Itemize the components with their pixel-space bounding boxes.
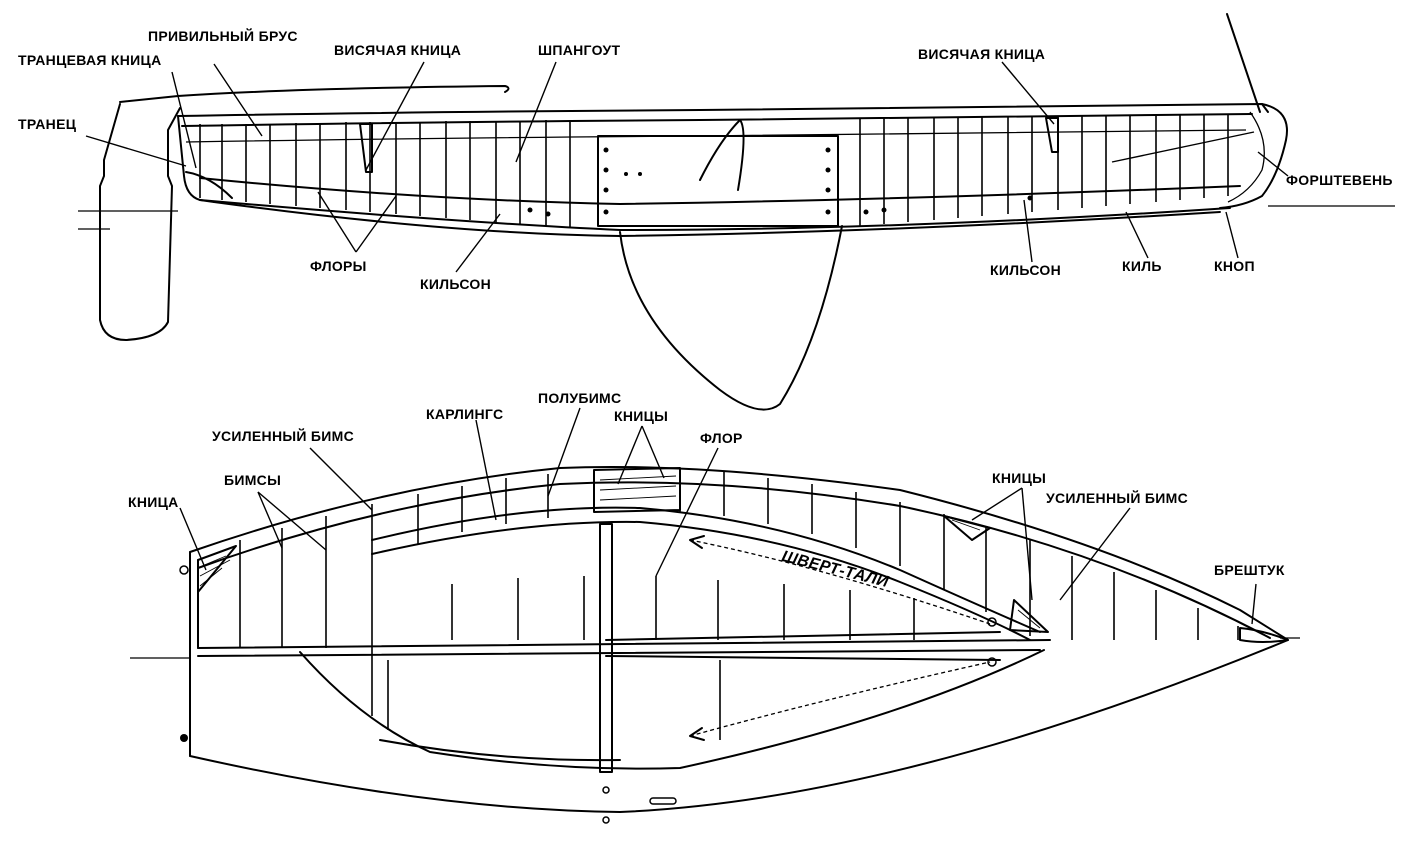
plan-view — [130, 465, 1300, 824]
plan-deck-edge — [197, 481, 1271, 639]
centerboard — [619, 225, 843, 411]
centerboard-trunk — [597, 135, 839, 227]
carlings-inner — [371, 520, 1031, 641]
label-karlings: КАРЛИНГС — [426, 406, 504, 422]
tiller — [119, 85, 510, 103]
tackle-line-lower — [689, 661, 991, 737]
label-bimsy: БИМСЫ — [224, 472, 282, 488]
forestay — [1226, 13, 1261, 113]
gunwale-inner — [181, 113, 1253, 127]
label-flory: ФЛОРЫ — [310, 258, 367, 274]
plan-floors — [451, 576, 915, 640]
cockpit-bottom — [299, 649, 1045, 770]
keelson — [199, 177, 1241, 205]
label-polubims: ПОЛУБИМС — [538, 390, 622, 406]
label-knitsy-fwd: КНИЦЫ — [992, 470, 1047, 486]
label-usilenny-bims-aft: УСИЛЕННЫЙ БИМС — [212, 428, 355, 444]
tackle-arrow-lower — [689, 727, 705, 741]
plan-centerboard-trunk — [599, 523, 613, 773]
label-visyachaya-knitsa-fwd: ВИСЯЧАЯ КНИЦА — [918, 46, 1046, 62]
label-knop: КНОП — [1214, 258, 1255, 274]
label-flor: ФЛОР — [700, 430, 743, 446]
cockpit-bottom-inner — [379, 739, 621, 762]
keel-line — [213, 201, 1221, 237]
plan-beams — [239, 470, 1239, 740]
fastener-dots — [527, 147, 1033, 217]
stem-inner — [1227, 111, 1265, 203]
label-forshteven: ФОРШТЕВЕНЬ — [1286, 172, 1393, 188]
rudder — [99, 103, 181, 341]
tackle-arrow-upper — [689, 535, 705, 549]
side-frames — [199, 114, 1229, 228]
tackle-line-upper — [689, 539, 991, 625]
label-kil: КИЛЬ — [1122, 258, 1162, 274]
carlings — [371, 506, 1041, 633]
plan-leaders — [179, 407, 1257, 625]
breasthook — [1239, 627, 1289, 643]
side-view — [78, 13, 1395, 411]
label-kilson-aft: КИЛЬСОН — [420, 276, 492, 292]
cockpit-line — [197, 639, 1051, 657]
waterline — [78, 205, 1395, 230]
label-kilson-fwd: КИЛЬСОН — [990, 262, 1062, 278]
side-leaders — [85, 61, 1289, 273]
transom-knee — [185, 171, 233, 199]
centerboard-top — [699, 119, 745, 191]
hanging-knee-aft — [359, 123, 373, 173]
label-usilenny-bims-fwd: УСИЛЕННЫЙ БИМС — [1046, 490, 1189, 506]
label-knitsa: КНИЦА — [128, 494, 179, 510]
label-shpangout: ШПАНГОУТ — [538, 42, 621, 58]
sheer-line — [177, 103, 1269, 117]
plan-knees — [197, 467, 1049, 633]
plan-hull-outer — [189, 465, 1289, 813]
transom — [177, 115, 215, 203]
label-tranets: ТРАНЕЦ — [18, 116, 77, 132]
label-knitsy-top: КНИЦЫ — [614, 408, 669, 424]
stem — [1219, 103, 1288, 209]
label-privilny-brus: ПРИВИЛЬНЫЙ БРУС — [148, 28, 298, 44]
label-visyachaya-knitsa-aft: ВИСЯЧАЯ КНИЦА — [334, 42, 462, 58]
keel-bottom — [199, 199, 1231, 231]
hanging-knee-fwd — [1045, 117, 1059, 153]
label-trantsevaya-knitsa: ТРАНЦЕВАЯ КНИЦА — [18, 52, 162, 68]
plan-fittings — [179, 565, 997, 824]
label-breshtuk: БРЕШТУК — [1214, 562, 1285, 578]
